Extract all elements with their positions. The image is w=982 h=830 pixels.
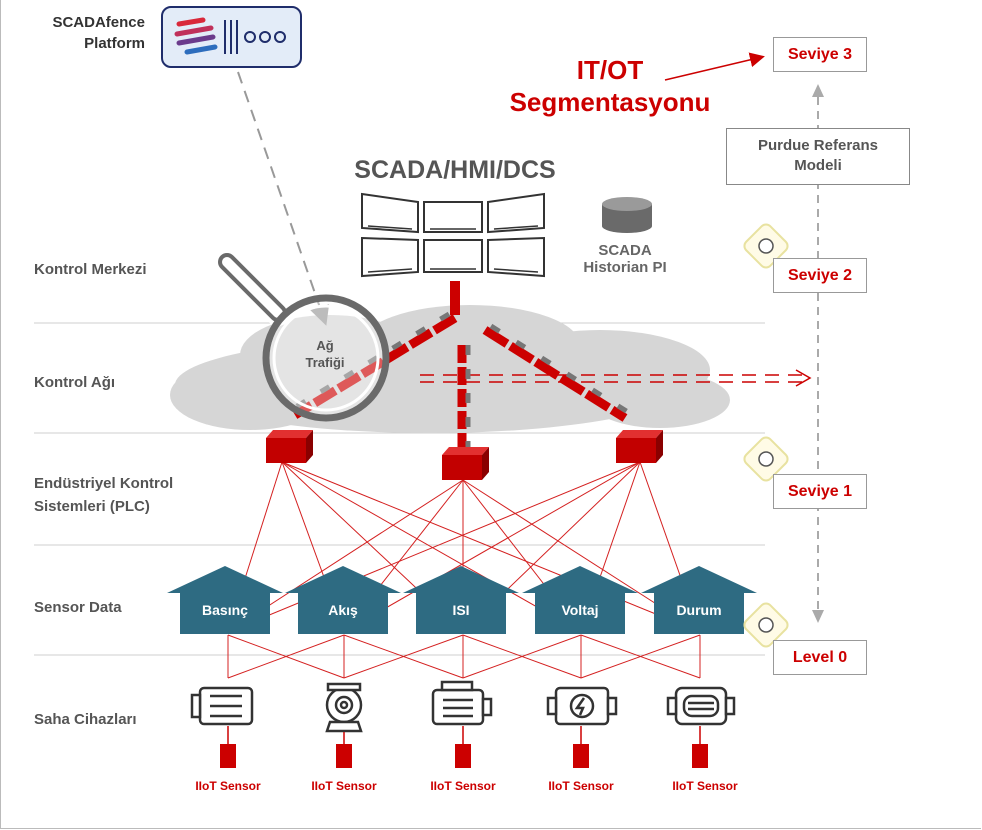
plc-box-left [266,430,313,463]
platform-logo[interactable] [161,6,302,68]
platform-monitor-arrow-icon [237,71,330,326]
historian-line1: SCADA [598,242,652,259]
generator-icon [431,680,493,726]
traffic-label: Ağ Trafiği [290,337,360,371]
row-label-field-devices: Saha Cihazları [34,711,137,728]
iiot-sensor-label: IIoT Sensor [430,779,496,793]
purdue-line1: Purdue Referans [757,137,879,154]
segmentation-arrow-icon [664,52,765,81]
row-label-control-network: Kontrol Ağı [34,374,116,391]
purdue-model-box: Purdue Referans Modeli [726,128,910,185]
sensor-data-label-heat: ISI [452,602,470,618]
magnifier-icon [214,249,390,422]
sensor-data-label-pressure: Basınç [202,602,248,618]
traffic-line2: Trafiği [305,355,345,370]
scadafence-logo-icon [174,17,286,55]
sensor-data-label-status: Durum [676,602,722,618]
compressor-icon [666,686,736,726]
level-3-badge: Seviye 3 [773,37,867,72]
sensor-data-label-voltage: Voltaj [561,602,599,618]
purdue-arrow-down-icon [812,610,824,623]
control-network-cloud [170,305,730,433]
field-devices [190,680,736,733]
scada-title: SCADA/HMI/DCS [354,156,556,184]
traffic-line1: Ağ [316,338,334,353]
row-label-ics-line2: Sistemleri (PLC) [34,498,150,515]
pump-icon [325,682,363,733]
platform-label-line2: Platform [84,35,145,52]
plc-box-right [616,430,663,463]
row-label-ics-line1: Endüstriyel Kontrol [34,475,174,492]
historian-label: SCADA Historian PI [560,242,690,276]
platform-label-line1: SCADAfence [52,14,145,31]
level-2-badge: Seviye 2 [773,258,867,293]
network-flow-arrow-icon [420,369,812,387]
iiot-sensor-label: IIoT Sensor [548,779,614,793]
purdue-arrow-up-icon [812,84,824,97]
purdue-line2: Modeli [794,157,842,174]
row-label-sensor-data: Sensor Data [34,599,122,616]
level-target-icons [743,223,789,648]
level-1-badge: Seviye 1 [773,474,867,509]
iiot-sensor-label: IIoT Sensor [311,779,377,793]
platform-label: SCADAfence Platform [5,12,145,54]
segmentation-label: IT/OT Segmentasyonu [480,54,740,118]
level-0-badge: Level 0 [773,640,867,675]
iiot-sensor-label: IIoT Sensor [672,779,738,793]
sensor-data-houses [167,566,757,634]
network-links [287,281,633,450]
row-label-control-center: Kontrol Merkezi [34,261,147,278]
iiot-sensor-label: IIoT Sensor [195,779,261,793]
electric-motor-icon [546,686,618,726]
database-icon [602,197,652,233]
motor-icon [190,686,254,726]
segmentation-line2: Segmentasyonu [509,87,711,117]
scada-monitors-icon [361,192,545,278]
iiot-sensor-icons [220,726,708,768]
historian-line2: Historian PI [583,259,667,276]
sensor-data-label-flow: Akış [328,602,358,618]
plc-box-center [442,447,489,480]
segmentation-line1: IT/OT [576,55,644,85]
